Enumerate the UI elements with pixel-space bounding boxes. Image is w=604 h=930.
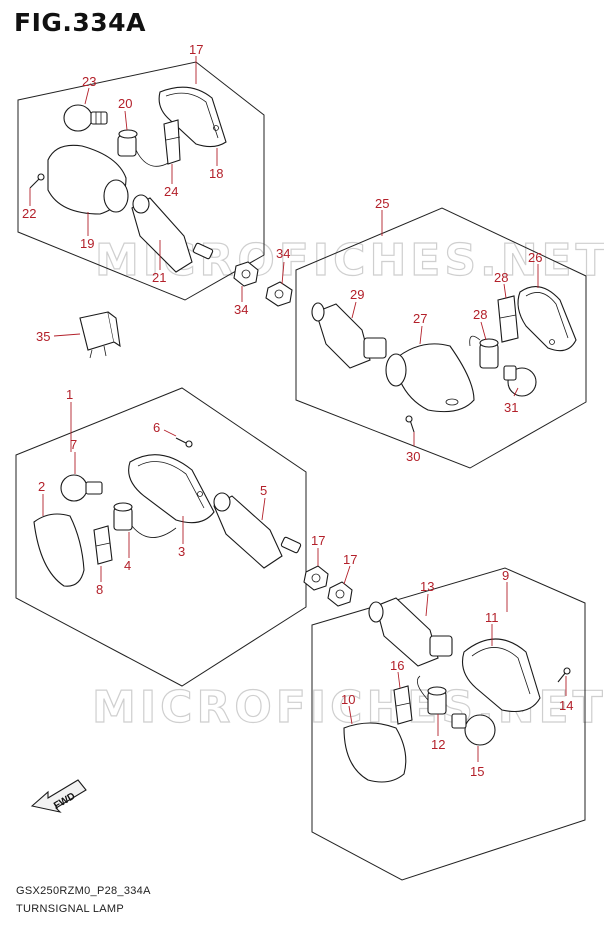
callout-33: 28 — [494, 270, 508, 285]
part-17-nut-lower — [327, 581, 353, 607]
callout-3: 3 — [178, 544, 185, 559]
part-13-stem — [368, 597, 453, 667]
group-box-1 — [15, 387, 307, 687]
fwd-arrow-icon: FWD — [30, 779, 87, 813]
callout-10: 10 — [341, 692, 355, 707]
part-15-bulb — [451, 713, 496, 746]
callout-21: 20 — [118, 96, 132, 111]
part-5-stem — [213, 492, 302, 569]
callout-1: 1 — [66, 387, 73, 402]
part-6-screw — [175, 437, 193, 448]
group-box-26 — [295, 207, 587, 469]
callout-6: 6 — [153, 420, 160, 435]
footer-drawing-code: GSX250RZM0_P28_334A — [16, 885, 151, 897]
group-box-9 — [311, 567, 586, 881]
part-8-clip — [93, 525, 113, 565]
part-12-socket — [416, 675, 447, 715]
callout-12: 12 — [431, 737, 445, 752]
part-32-bulb — [503, 365, 537, 397]
callout-20: 19 — [80, 236, 94, 251]
callout-27: 26 — [528, 250, 542, 265]
callout-24: 23 — [82, 74, 96, 89]
part-16-clip — [393, 685, 413, 725]
callout-19: 18 — [209, 166, 223, 181]
callout-34-left: 34 — [234, 302, 248, 317]
callout-25: 24 — [164, 184, 178, 199]
callout-2: 2 — [38, 479, 45, 494]
callout-35: 35 — [36, 329, 50, 344]
part-34-nut-upper — [233, 261, 259, 287]
callout-16: 16 — [390, 658, 404, 673]
part-28-lens — [385, 343, 475, 413]
part-7-bulb — [60, 474, 103, 502]
part-34-nut-lower — [265, 281, 293, 307]
footer-part-name: TURNSIGNAL LAMP — [16, 903, 125, 915]
callout-26: 25 — [375, 196, 389, 211]
callout-23: 22 — [22, 206, 36, 221]
callout-28: 27 — [413, 311, 427, 326]
part-20-lens — [47, 144, 129, 215]
part-18-housing — [158, 86, 227, 148]
part-27-housing — [517, 286, 577, 352]
part-3-housing — [128, 454, 215, 524]
part-11-housing — [461, 638, 541, 713]
callout-15: 15 — [470, 764, 484, 779]
part-23-screw — [29, 173, 45, 189]
part-25-clip — [163, 119, 181, 165]
callout-13: 13 — [420, 579, 434, 594]
callout-29: 28 — [473, 307, 487, 322]
callout-22: 21 — [152, 270, 166, 285]
callout-17-upper: 17 — [311, 533, 325, 548]
callout-17-lower: 17 — [343, 552, 357, 567]
callout-18: 17 — [189, 42, 203, 57]
part-2-lens — [33, 513, 85, 587]
callout-8: 8 — [96, 582, 103, 597]
part-10-lens — [343, 722, 407, 783]
part-4-socket — [113, 502, 177, 538]
part-24-bulb — [63, 104, 108, 132]
callout-30: 29 — [350, 287, 364, 302]
callout-11: 11 — [485, 610, 499, 625]
part-33-clip — [497, 295, 519, 343]
part-29-socket — [469, 335, 499, 369]
part-31-screw — [405, 415, 415, 433]
callout-34-right: 34 — [276, 246, 290, 261]
part-35-relay — [79, 311, 121, 359]
part-30-stem — [311, 302, 387, 369]
part-14-screw — [557, 667, 571, 683]
part-17-nut-upper — [303, 565, 329, 591]
callout-9: 9 — [502, 568, 509, 583]
callout-14: 14 — [559, 698, 573, 713]
callout-7: 7 — [70, 437, 77, 452]
callout-4: 4 — [124, 558, 131, 573]
callout-31: 30 — [406, 449, 420, 464]
part-22-stem — [131, 194, 214, 273]
callouts: 17 23 20 18 24 22 19 21 34 34 35 25 26 2… — [22, 42, 573, 779]
callout-32: 31 — [504, 400, 518, 415]
callout-5: 5 — [260, 483, 267, 498]
figure-title: FIG.334A — [14, 8, 146, 37]
